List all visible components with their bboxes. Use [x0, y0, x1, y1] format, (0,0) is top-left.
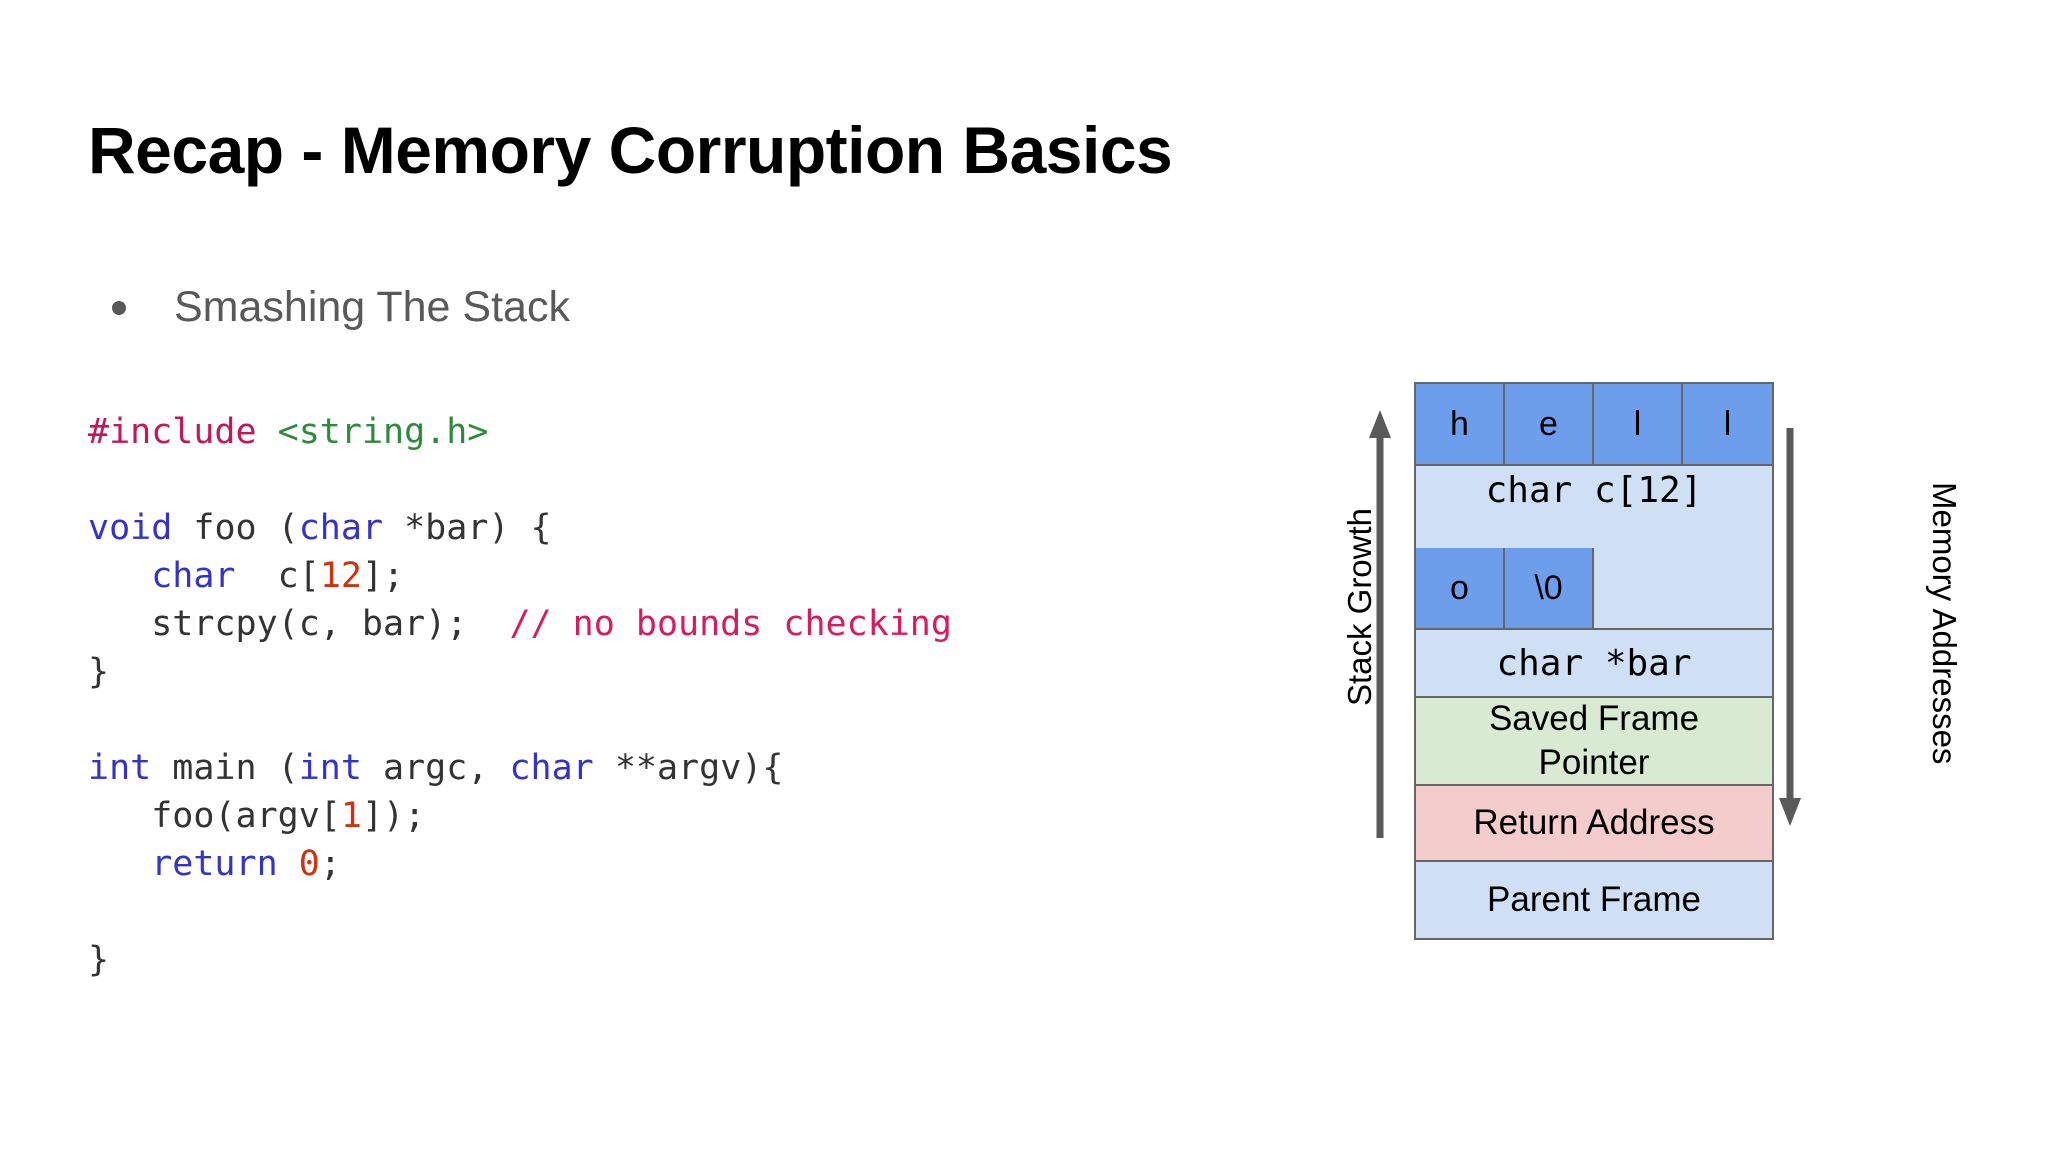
code-token-plain [88, 556, 151, 596]
stack-segment-label-line2: Pointer [1538, 743, 1650, 782]
code-token-preprocessor: #include [88, 412, 278, 452]
code-token-keyword: char [298, 508, 384, 548]
code-token-plain: *bar) { [383, 508, 552, 548]
stack-segment-label-line1: Saved Frame [1488, 699, 1700, 738]
code-token-keyword: return [151, 844, 278, 884]
stack-growth-label: Stack Growth [1341, 507, 1378, 707]
code-token-plain: } [88, 940, 110, 980]
code-token-plain: foo ( [172, 508, 299, 548]
stack-segment-label: Return Address [1473, 803, 1715, 842]
buffer-cell: l [1594, 384, 1683, 466]
buffer-cell-row-top: h e l l [1416, 384, 1772, 466]
bullet-item-label: Smashing The Stack [174, 283, 570, 331]
code-line: strcpy(c, bar); // no bounds checking [88, 600, 952, 648]
code-line: void foo (char *bar) { [88, 504, 952, 552]
up-arrow-icon [1369, 410, 1391, 838]
code-token-keyword: char [509, 748, 594, 788]
stack-frame-diagram: Stack Growth h e l l char c[12] o \0 cha… [1330, 370, 1963, 1020]
buffer-cell: l [1683, 384, 1772, 466]
code-token-header: <string.h> [277, 412, 489, 452]
buffer-cell: e [1505, 384, 1594, 466]
stack-segment-parent-frame: Parent Frame [1416, 862, 1772, 938]
buffer-cell: h [1416, 384, 1505, 466]
stack-segment-label: Parent Frame [1487, 880, 1701, 919]
stack-segment-label: char *bar [1496, 642, 1692, 684]
code-line: } [88, 936, 952, 984]
down-arrow-icon [1779, 428, 1801, 826]
stack-segment-char-array: h e l l char c[12] o \0 [1416, 384, 1772, 630]
code-token-plain [278, 844, 299, 884]
code-token-keyword: int [298, 748, 362, 788]
code-token-number: 0 [298, 844, 320, 884]
bullet-dot-icon [112, 300, 126, 315]
stack-segment-label: char c[12] [1485, 470, 1703, 511]
code-line [88, 888, 952, 936]
code-line: foo(argv[1]); [88, 792, 952, 840]
code-token-plain: **argv){ [593, 748, 784, 788]
code-line: return 0; [88, 840, 952, 888]
buffer-cell: \0 [1505, 548, 1594, 630]
code-token-plain: } [88, 652, 110, 692]
page-title: Recap - Memory Corruption Basics [88, 113, 1173, 187]
code-token-plain: main ( [151, 748, 299, 788]
code-token-plain: ]); [361, 796, 426, 836]
buffer-cell: o [1416, 548, 1505, 630]
buffer-cell-row-bottom: o \0 [1416, 548, 1594, 630]
memory-addresses-label: Memory Addresses [1926, 482, 1963, 765]
code-token-keyword: void [88, 508, 173, 548]
code-token-plain: argc, [361, 748, 510, 788]
code-token-plain [88, 844, 151, 884]
stack-frame-blocks: h e l l char c[12] o \0 char *bar Saved … [1414, 382, 1774, 940]
code-listing: #include <string.h> void foo (char *bar)… [88, 408, 952, 984]
code-token-comment: // no bounds checking [509, 604, 952, 644]
code-token-plain: foo(argv[ [88, 796, 341, 836]
code-line: } [88, 648, 952, 696]
code-line: char c[12]; [88, 552, 952, 600]
code-token-plain: ; [319, 844, 341, 884]
code-token-number: 1 [340, 796, 362, 836]
code-token-keyword: char [151, 556, 236, 596]
code-token-plain: strcpy(c, bar); [88, 604, 510, 644]
code-line [88, 456, 952, 504]
stack-segment-bar-pointer: char *bar [1416, 630, 1772, 698]
code-line: #include <string.h> [88, 408, 952, 456]
stack-segment-return-address: Return Address [1416, 786, 1772, 862]
bullet-item-smashing-the-stack: Smashing The Stack [112, 283, 570, 332]
stack-segment-saved-frame-pointer: Saved Frame Pointer [1416, 698, 1772, 786]
code-token-plain: c[ [235, 556, 320, 596]
code-token-number: 12 [319, 556, 362, 596]
code-token-plain: ]; [361, 556, 405, 596]
code-line: int main (int argc, char **argv){ [88, 744, 952, 792]
code-line [88, 696, 952, 744]
code-token-keyword: int [88, 748, 152, 788]
